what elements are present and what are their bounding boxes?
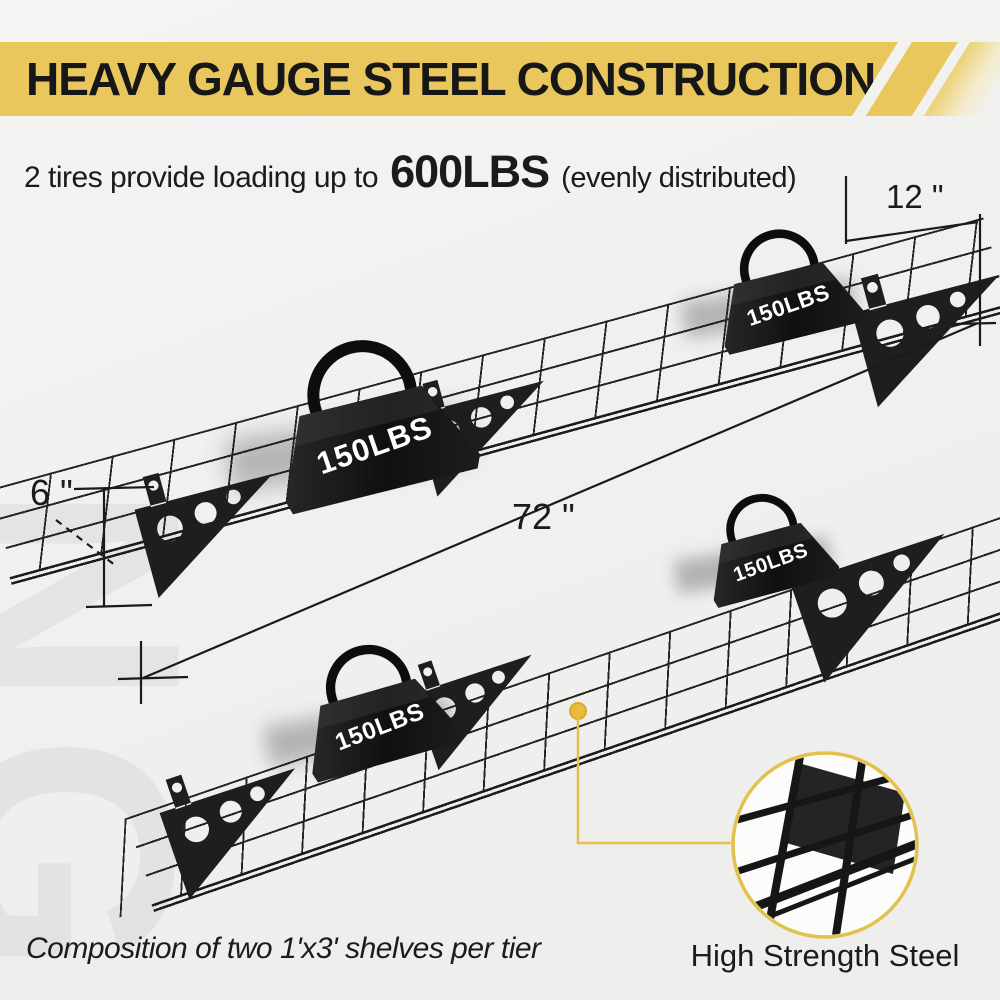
weight-label: 150LBS [730,538,812,587]
weight-label: 150LBS [743,279,834,331]
composition-footnote: Composition of two 1'x3' shelves per tie… [26,932,541,965]
dimension-length-label: 72 " [512,496,575,537]
callout-circle [731,751,919,939]
load-capacity-value: 600LBS [390,146,550,197]
load-capacity-prefix: 2 tires provide loading up to [24,161,379,194]
dimension-gap-label: 6 " [30,472,73,513]
load-capacity-suffix: (evenly distributed) [561,162,797,194]
weight-label: 150LBS [331,696,429,756]
callout-caption: High Strength Steel [690,938,960,973]
page-title: HEAVY GAUGE STEEL CONSTRUCTION [26,53,876,105]
load-capacity-line: 2 tires provide loading up to 600LBS (ev… [24,146,797,198]
weight-label: 150LBS [312,409,438,482]
callout-detail [735,756,915,935]
header-banner: HEAVY GAUGE STEEL CONSTRUCTION [0,42,898,116]
shelf-bracket [159,768,296,900]
dimension-depth-label: 12 " [886,178,944,215]
